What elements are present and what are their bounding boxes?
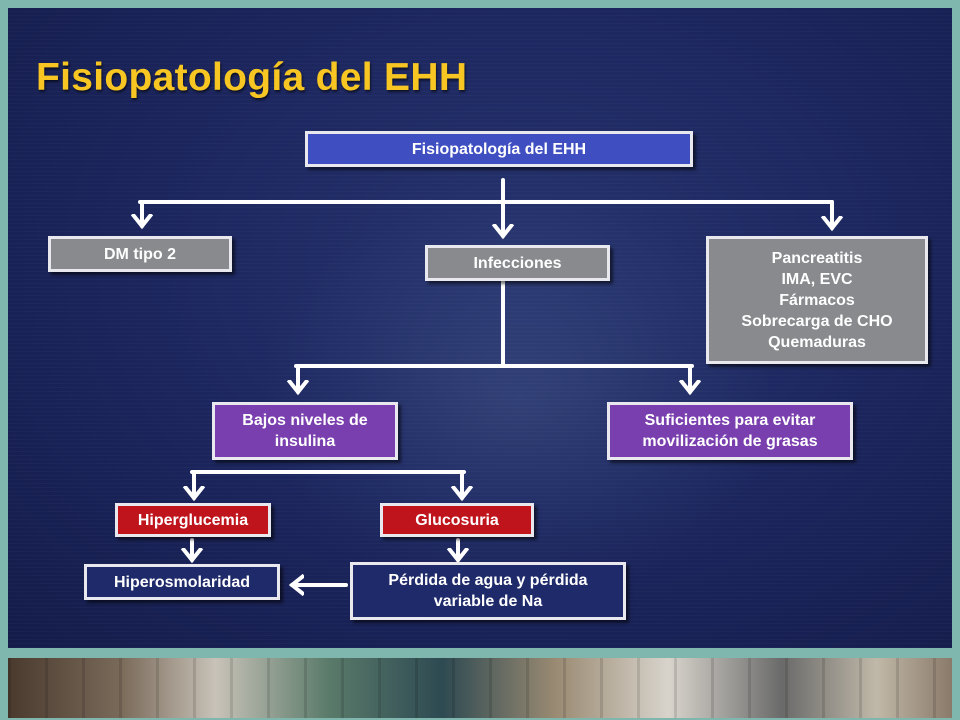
otros-label-2: IMA, EVC xyxy=(781,270,853,288)
root-label: Fisiopatología del EHH xyxy=(411,140,587,158)
bajos-label-1: Bajos niveles de xyxy=(242,412,368,429)
infecciones-box: Infecciones xyxy=(425,245,610,281)
bajos-insulina-box: Bajos niveles de insulina xyxy=(212,402,398,460)
glucosuria-box: Glucosuria xyxy=(380,503,534,537)
footer-photo-strip-overlay xyxy=(8,658,952,718)
otros-label-4: Sobrecarga de CHO xyxy=(741,312,893,330)
footer-photo-strip xyxy=(8,658,952,718)
otros-box: Pancreatitis IMA, EVC Fármacos Sobrecarg… xyxy=(706,236,928,364)
hiperosmolaridad-label: Hiperosmolaridad xyxy=(113,573,251,591)
glucosuria-label: Glucosuria xyxy=(415,511,499,529)
dm-label: DM tipo 2 xyxy=(104,245,176,263)
perdida-label-2: variable de Na xyxy=(433,593,543,610)
perdida-label-1: Pérdida de agua y pérdida xyxy=(388,572,588,589)
slide-title: Fisiopatología del EHH xyxy=(36,56,468,99)
suficientes-box: Suficientes para evitar movilización de … xyxy=(607,402,853,460)
hiperglucemia-box: Hiperglucemia xyxy=(115,503,271,537)
suficientes-label-1: Suficientes para evitar xyxy=(644,412,816,429)
otros-label-3: Fármacos xyxy=(779,291,855,309)
otros-label-1: Pancreatitis xyxy=(771,249,863,267)
hiperglucemia-label: Hiperglucemia xyxy=(137,511,249,529)
infecciones-label: Infecciones xyxy=(473,254,562,272)
dm-box: DM tipo 2 xyxy=(48,236,232,272)
hiperosmolaridad-box: Hiperosmolaridad xyxy=(84,564,280,600)
otros-label-5: Quemaduras xyxy=(768,333,866,351)
suficientes-label-2: movilización de grasas xyxy=(642,433,818,450)
root-box: Fisiopatología del EHH xyxy=(305,131,693,167)
perdida-box: Pérdida de agua y pérdida variable de Na xyxy=(350,562,626,620)
bajos-label-2: insulina xyxy=(274,433,336,450)
